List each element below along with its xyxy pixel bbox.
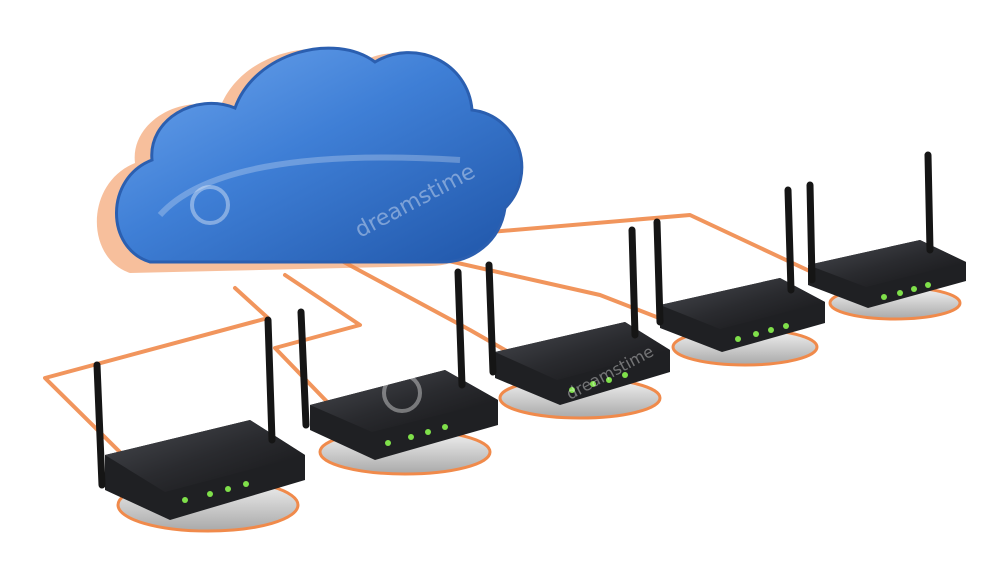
status-led (590, 381, 596, 387)
antenna-right (784, 186, 795, 294)
router-5 (806, 151, 966, 321)
status-led (753, 331, 759, 337)
status-led (207, 491, 213, 497)
antenna-left (806, 181, 816, 284)
router-top (808, 240, 966, 287)
wan-led (925, 282, 931, 288)
status-led (897, 290, 903, 296)
router-1 (93, 316, 305, 533)
wifi-led (768, 327, 774, 333)
cable-to-router-5 (453, 213, 852, 292)
power-led (385, 440, 391, 446)
antenna-right (924, 151, 934, 254)
wan-led (442, 424, 448, 430)
power-led (569, 387, 575, 393)
wifi-led (425, 429, 431, 435)
router-top (660, 278, 825, 329)
wifi-led (606, 377, 612, 383)
antenna-left (485, 261, 497, 376)
antenna-right (628, 226, 639, 339)
wan-led (783, 323, 789, 329)
antenna-left (93, 361, 106, 489)
router-3 (485, 226, 670, 420)
cloud-body (115, 46, 524, 264)
antenna-left (297, 308, 310, 429)
antenna-right (264, 316, 276, 444)
cloud-icon (96, 46, 524, 273)
watermark-spiral-icon (382, 373, 422, 413)
power-led (182, 497, 188, 503)
antenna-left (653, 218, 664, 326)
router-top (310, 370, 498, 432)
wan-led (622, 372, 628, 378)
router-4 (653, 186, 825, 367)
cable-to-router-2 (273, 273, 362, 412)
watermark-spiral-icon (190, 185, 230, 225)
cloud-highlight (157, 154, 461, 217)
router-top (105, 420, 305, 492)
status-led (408, 434, 414, 440)
wan-led (243, 481, 249, 487)
wifi-led (225, 486, 231, 492)
power-led (735, 336, 741, 342)
antenna-right (454, 268, 466, 389)
cable-to-router-1 (43, 286, 270, 472)
power-led (881, 294, 887, 300)
router-top (495, 322, 670, 380)
routers (93, 151, 966, 533)
wifi-led (911, 286, 917, 292)
router-2 (297, 268, 498, 476)
